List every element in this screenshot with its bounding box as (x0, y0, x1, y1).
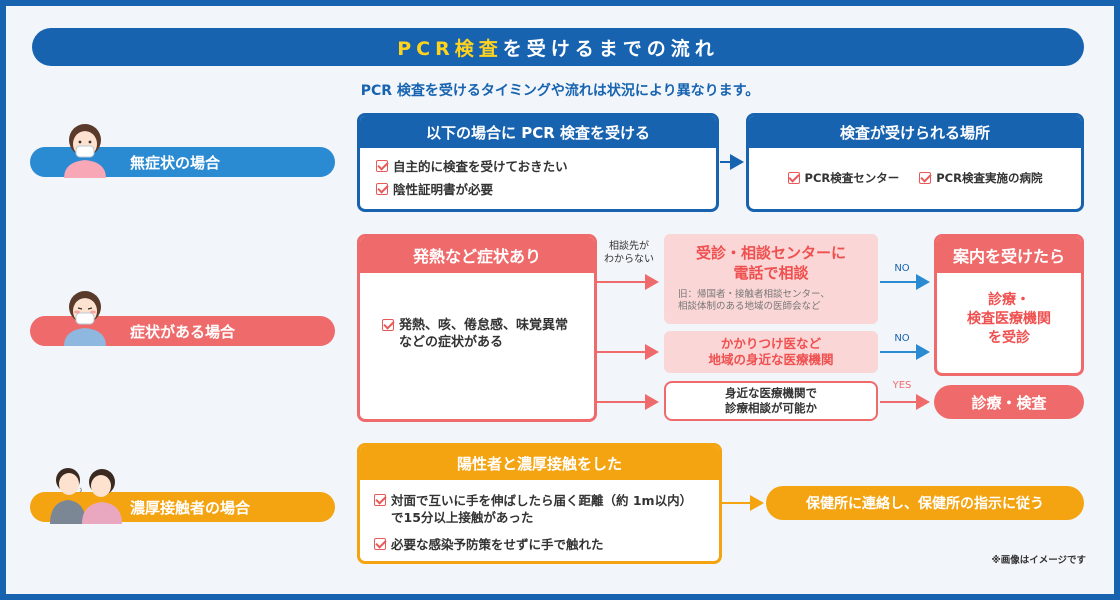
nearby-line: 診療相談が可能か (725, 401, 817, 415)
footnote: ※画像はイメージです (991, 555, 1086, 566)
row-label-text: 濃厚接触者の場合 (130, 498, 251, 517)
contact-conditions-box: 陽性者と濃厚接触をした 対面で互いに手を伸ばしたら届く距離（約 1m以内） で1… (357, 443, 722, 564)
guidance-line: 診療・ (988, 292, 1030, 308)
title-rest: を受けるまでの流れ (502, 37, 719, 60)
place-item: PCR検査実施の病院 (919, 170, 1042, 187)
symptom-text: 発熱、咳、倦怠感、味覚異常 などの症状がある (399, 317, 568, 351)
consult-old-line: 旧：帰国者・接触者相談センター、 (678, 289, 830, 300)
row-label-text: 無症状の場合 (130, 153, 221, 172)
check-item: 陰性証明書が必要 (376, 181, 716, 198)
asymptomatic-box-header: 以下の場合に PCR 検査を受ける (360, 116, 716, 148)
note-line: 相談先が (609, 241, 649, 252)
checkbox-icon (376, 183, 388, 195)
contact-item-text: 必要な感染予防策をせずに手で触れた (391, 537, 604, 552)
check-item: 対面で互いに手を伸ばしたら届く距離（約 1m以内） で15分以上接触があった (374, 492, 719, 526)
checkbox-icon (376, 160, 388, 172)
consult-old-line: 相談体制のある地域の医師会など (678, 301, 821, 312)
asymptomatic-conditions-box: 以下の場合に PCR 検査を受ける 自主的に検査を受けておきたい 陰性証明書が必… (357, 113, 719, 212)
check-item: 自主的に検査を受けておきたい (376, 158, 716, 175)
guidance-header: 案内を受けたら (937, 237, 1081, 273)
no-label: NO (894, 333, 910, 344)
check-item: 必要な感染予防策をせずに手で触れた (374, 536, 719, 553)
guidance-line: を受診 (988, 330, 1030, 346)
no-label: NO (894, 263, 910, 274)
contact-item-text: 対面で互いに手を伸ばしたら届く距離（約 1m以内） で15分以上接触があった (391, 492, 692, 526)
place-item-text: PCR検査センター (804, 171, 900, 185)
symptom-line: などの症状がある (399, 335, 504, 350)
consult-center-box: 受診・相談センターに 電話で相談 旧：帰国者・接触者相談センター、 相談体制のあ… (664, 234, 878, 324)
checkbox-icon (382, 319, 394, 331)
family-doctor-line: かかりつけ医など (720, 336, 822, 351)
contact-item-line: で15分以上接触があった (391, 510, 534, 525)
checkbox-icon (787, 172, 800, 184)
symptoms-box-header: 発熱など症状あり (360, 237, 594, 273)
guidance-line: 検査医療機関 (967, 311, 1051, 327)
person-mask-icon (64, 124, 106, 178)
check-item-text: 陰性証明書が必要 (393, 182, 494, 197)
page-title: PCR検査を受けるまでの流れ (32, 28, 1084, 66)
consult-center-line: 電話で相談 (733, 264, 809, 282)
nearby-clinic-box: 身近な医療機関で 診療相談が可能か (664, 381, 878, 421)
row-label-text: 症状がある場合 (130, 322, 236, 341)
place-item-text: PCR検査実施の病院 (936, 171, 1043, 185)
symptoms-box: 発熱など症状あり 発熱、咳、倦怠感、味覚異常 などの症状がある (357, 234, 597, 422)
checkbox-icon (374, 494, 386, 506)
contact-box-header: 陽性者と濃厚接触をした (360, 446, 719, 480)
places-header: 検査が受けられる場所 (749, 116, 1081, 148)
consult-center-line: 受診・相談センターに (695, 244, 846, 262)
nearby-line: 身近な医療機関で (725, 386, 817, 400)
consult-unknown-note: 相談先が わからない (598, 240, 660, 266)
title-highlight: PCR検査 (397, 37, 503, 60)
check-item: 発熱、咳、倦怠感、味覚異常 などの症状がある (382, 317, 594, 351)
subtitle: PCR 検査を受けるタイミングや流れは状況により異なります。 (360, 83, 760, 99)
guidance-box: 案内を受けたら 診療・ 検査医療機関 を受診 (934, 234, 1084, 376)
note-line: わからない (604, 254, 654, 265)
contact-item-line: 対面で互いに手を伸ばしたら届く距離（約 1m以内） (391, 493, 693, 508)
exam-pill: 診療・検査 (934, 385, 1084, 419)
family-doctor-line: 地域の身近な医療機関 (708, 352, 834, 367)
place-item: PCR検査センター (787, 170, 900, 187)
close-contact-people-icon (50, 468, 122, 524)
symptom-line: 発熱、咳、倦怠感、味覚異常 (399, 318, 569, 333)
checkbox-icon (374, 538, 386, 550)
family-doctor-box: かかりつけ医など 地域の身近な医療機関 (664, 331, 878, 373)
person-sick-icon (64, 291, 106, 346)
testing-places-box: 検査が受けられる場所 PCR検査センター PCR検査実施の病院 (746, 113, 1084, 212)
yes-label: YES (892, 380, 912, 391)
health-center-pill: 保健所に連絡し、保健所の指示に従う (766, 486, 1084, 520)
check-item-text: 自主的に検査を受けておきたい (393, 159, 568, 174)
checkbox-icon (919, 172, 932, 184)
